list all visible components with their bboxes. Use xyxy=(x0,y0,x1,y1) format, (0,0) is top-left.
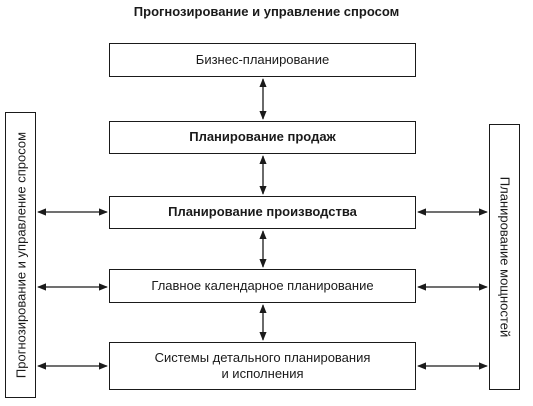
demand-forecasting-panel: Прогнозирование и управление спросом xyxy=(5,112,36,398)
production-planning-box: Планирование производства xyxy=(109,196,416,229)
master-scheduling-box: Главное календарное планирование xyxy=(109,269,416,303)
detailed-systems-box: Системы детального планирования и исполн… xyxy=(109,342,416,390)
production-planning-label: Планирование производства xyxy=(168,204,357,220)
business-planning-box: Бизнес-планирование xyxy=(109,43,416,77)
diagram-title: Прогнозирование и управление спросом xyxy=(133,4,400,19)
sales-planning-box: Планирование продаж xyxy=(109,121,416,154)
business-planning-label: Бизнес-планирование xyxy=(195,51,330,67)
master-scheduling-label: Главное календарное планирование xyxy=(151,277,374,293)
detailed-systems-label: Системы детального планирования и исполн… xyxy=(154,349,371,381)
capacity-planning-panel: Планирование мощностей xyxy=(489,124,520,390)
sales-planning-label: Планирование продаж xyxy=(189,129,336,145)
